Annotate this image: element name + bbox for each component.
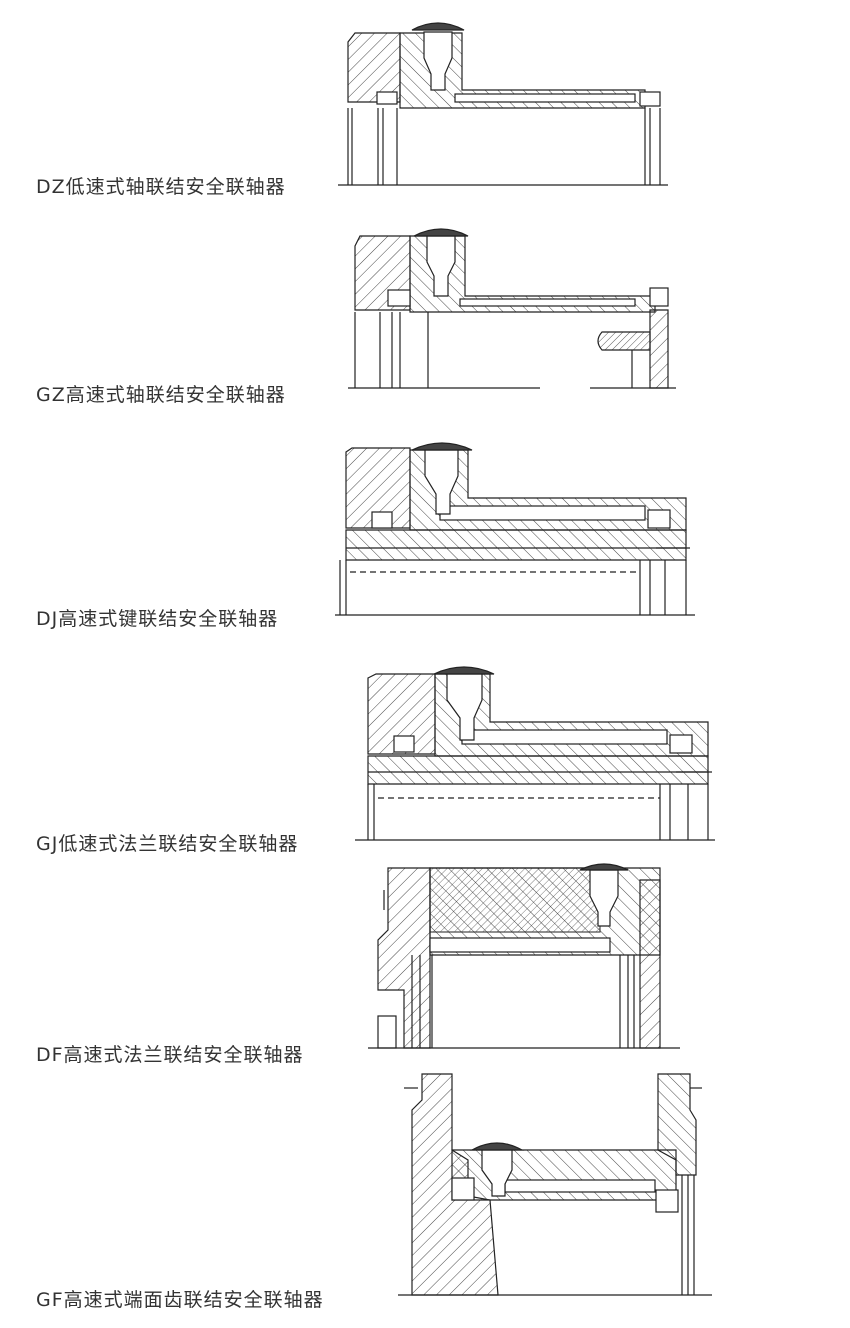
- drawing-gf: [398, 1073, 712, 1296]
- drawing-dj: [335, 442, 695, 616]
- caption-gj: GJ低速式法兰联结安全联轴器: [36, 833, 299, 855]
- caption-gf: GF高速式端面齿联结安全联轴器: [36, 1289, 324, 1311]
- drawing-gz: [348, 228, 676, 389]
- caption-dj: DJ高速式键联结安全联轴器: [36, 608, 279, 630]
- caption-df: DF高速式法兰联结安全联轴器: [36, 1044, 304, 1066]
- caption-dz: DZ低速式轴联结安全联轴器: [36, 176, 286, 198]
- drawing-df: [368, 863, 680, 1049]
- drawing-dz: [338, 22, 668, 186]
- caption-gz: GZ高速式轴联结安全联轴器: [36, 384, 286, 406]
- drawing-gj: [355, 666, 715, 841]
